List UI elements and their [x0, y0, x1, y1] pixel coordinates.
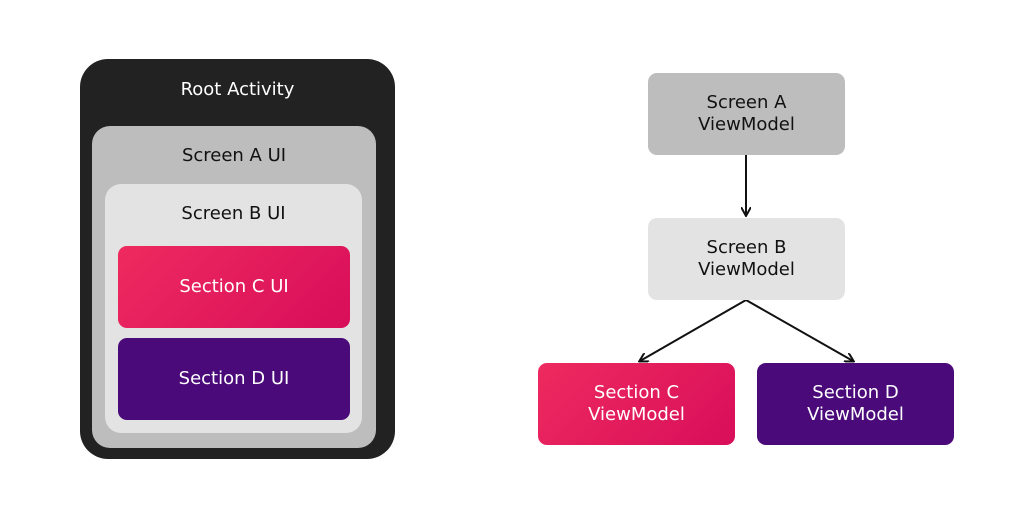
screen-a-viewmodel-line2: ViewModel	[698, 114, 795, 135]
section-d-ui-box: Section D UI	[118, 338, 350, 420]
screen-b-viewmodel-box: Screen B ViewModel	[648, 218, 845, 300]
screen-b-viewmodel-line2: ViewModel	[698, 259, 795, 280]
section-c-viewmodel-box: Section C ViewModel	[538, 363, 735, 445]
section-c-viewmodel-line2: ViewModel	[588, 404, 685, 425]
screen-b-ui-label: Screen B UI	[181, 203, 286, 224]
section-c-viewmodel-line1: Section C	[593, 382, 680, 403]
section-d-ui-label: Section D UI	[178, 368, 290, 389]
section-c-ui-label: Section C UI	[179, 276, 289, 297]
root-activity-label: Root Activity	[180, 79, 295, 100]
section-c-ui-box: Section C UI	[118, 246, 350, 328]
screen-b-viewmodel-line1: Screen B	[706, 237, 787, 258]
screen-a-ui-label: Screen A UI	[181, 145, 287, 166]
screen-a-viewmodel-line1: Screen A	[706, 92, 787, 113]
section-d-viewmodel-box: Section D ViewModel	[757, 363, 954, 445]
section-d-viewmodel-line1: Section D	[812, 382, 899, 403]
arrow-b-to-d	[745, 299, 853, 361]
section-d-viewmodel-line2: ViewModel	[807, 404, 904, 425]
screen-a-viewmodel-box: Screen A ViewModel	[648, 73, 845, 155]
arrow-b-to-c	[640, 299, 747, 361]
